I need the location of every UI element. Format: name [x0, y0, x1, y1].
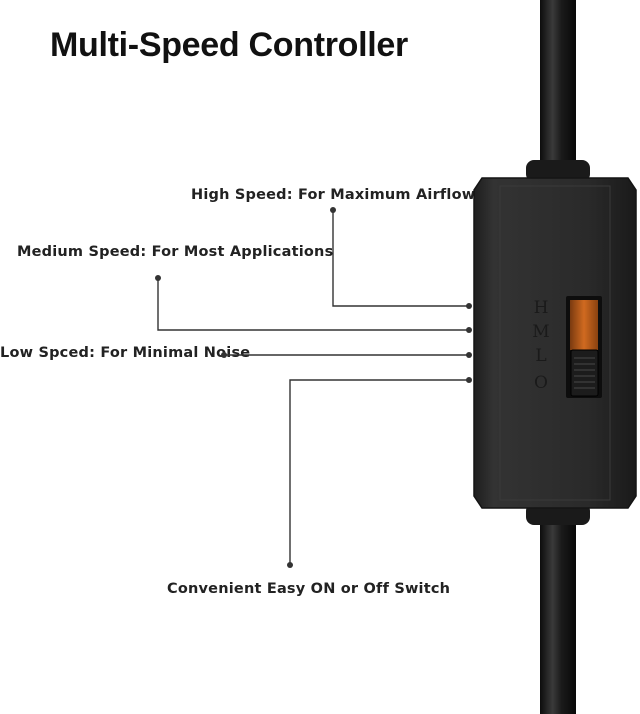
label-o: O — [534, 373, 548, 393]
leader-dot-high-end — [466, 303, 472, 309]
callout-medium-speed: Medium Speed: For Most Applications — [17, 244, 334, 260]
leader-dot-low-end — [466, 352, 472, 358]
callout-on-off-switch: Convenient Easy ON or Off Switch — [167, 581, 451, 597]
leader-line-switch — [289, 379, 468, 565]
label-l: L — [535, 346, 546, 366]
leader-dot-switch-start — [287, 562, 293, 568]
leader-dot-high-start — [330, 207, 336, 213]
page-title: Multi-Speed Controller — [50, 26, 408, 64]
leader-dot-low-start — [221, 352, 227, 358]
leader-line-medium — [157, 278, 468, 331]
label-h: H — [534, 298, 549, 318]
slider-window-orange — [570, 300, 598, 350]
leader-line-high — [332, 210, 468, 307]
leader-dot-medium-start — [155, 275, 161, 281]
switch-position-labels: H M L O — [532, 298, 549, 393]
power-cable-top — [540, 0, 576, 175]
leader-dot-switch-end — [466, 377, 472, 383]
strain-relief-top — [526, 160, 590, 182]
leader-dot-medium-end — [466, 327, 472, 333]
controller-face-edge — [499, 185, 611, 501]
power-cable-bottom — [540, 512, 576, 714]
controller-body — [473, 177, 637, 509]
callout-high-speed: High Speed: For Maximum Airflow — [191, 187, 476, 203]
speed-slider-knob[interactable] — [570, 349, 599, 397]
callout-low-speed: Low Spced: For Minimal Noise — [0, 345, 251, 361]
label-m: M — [532, 322, 549, 342]
